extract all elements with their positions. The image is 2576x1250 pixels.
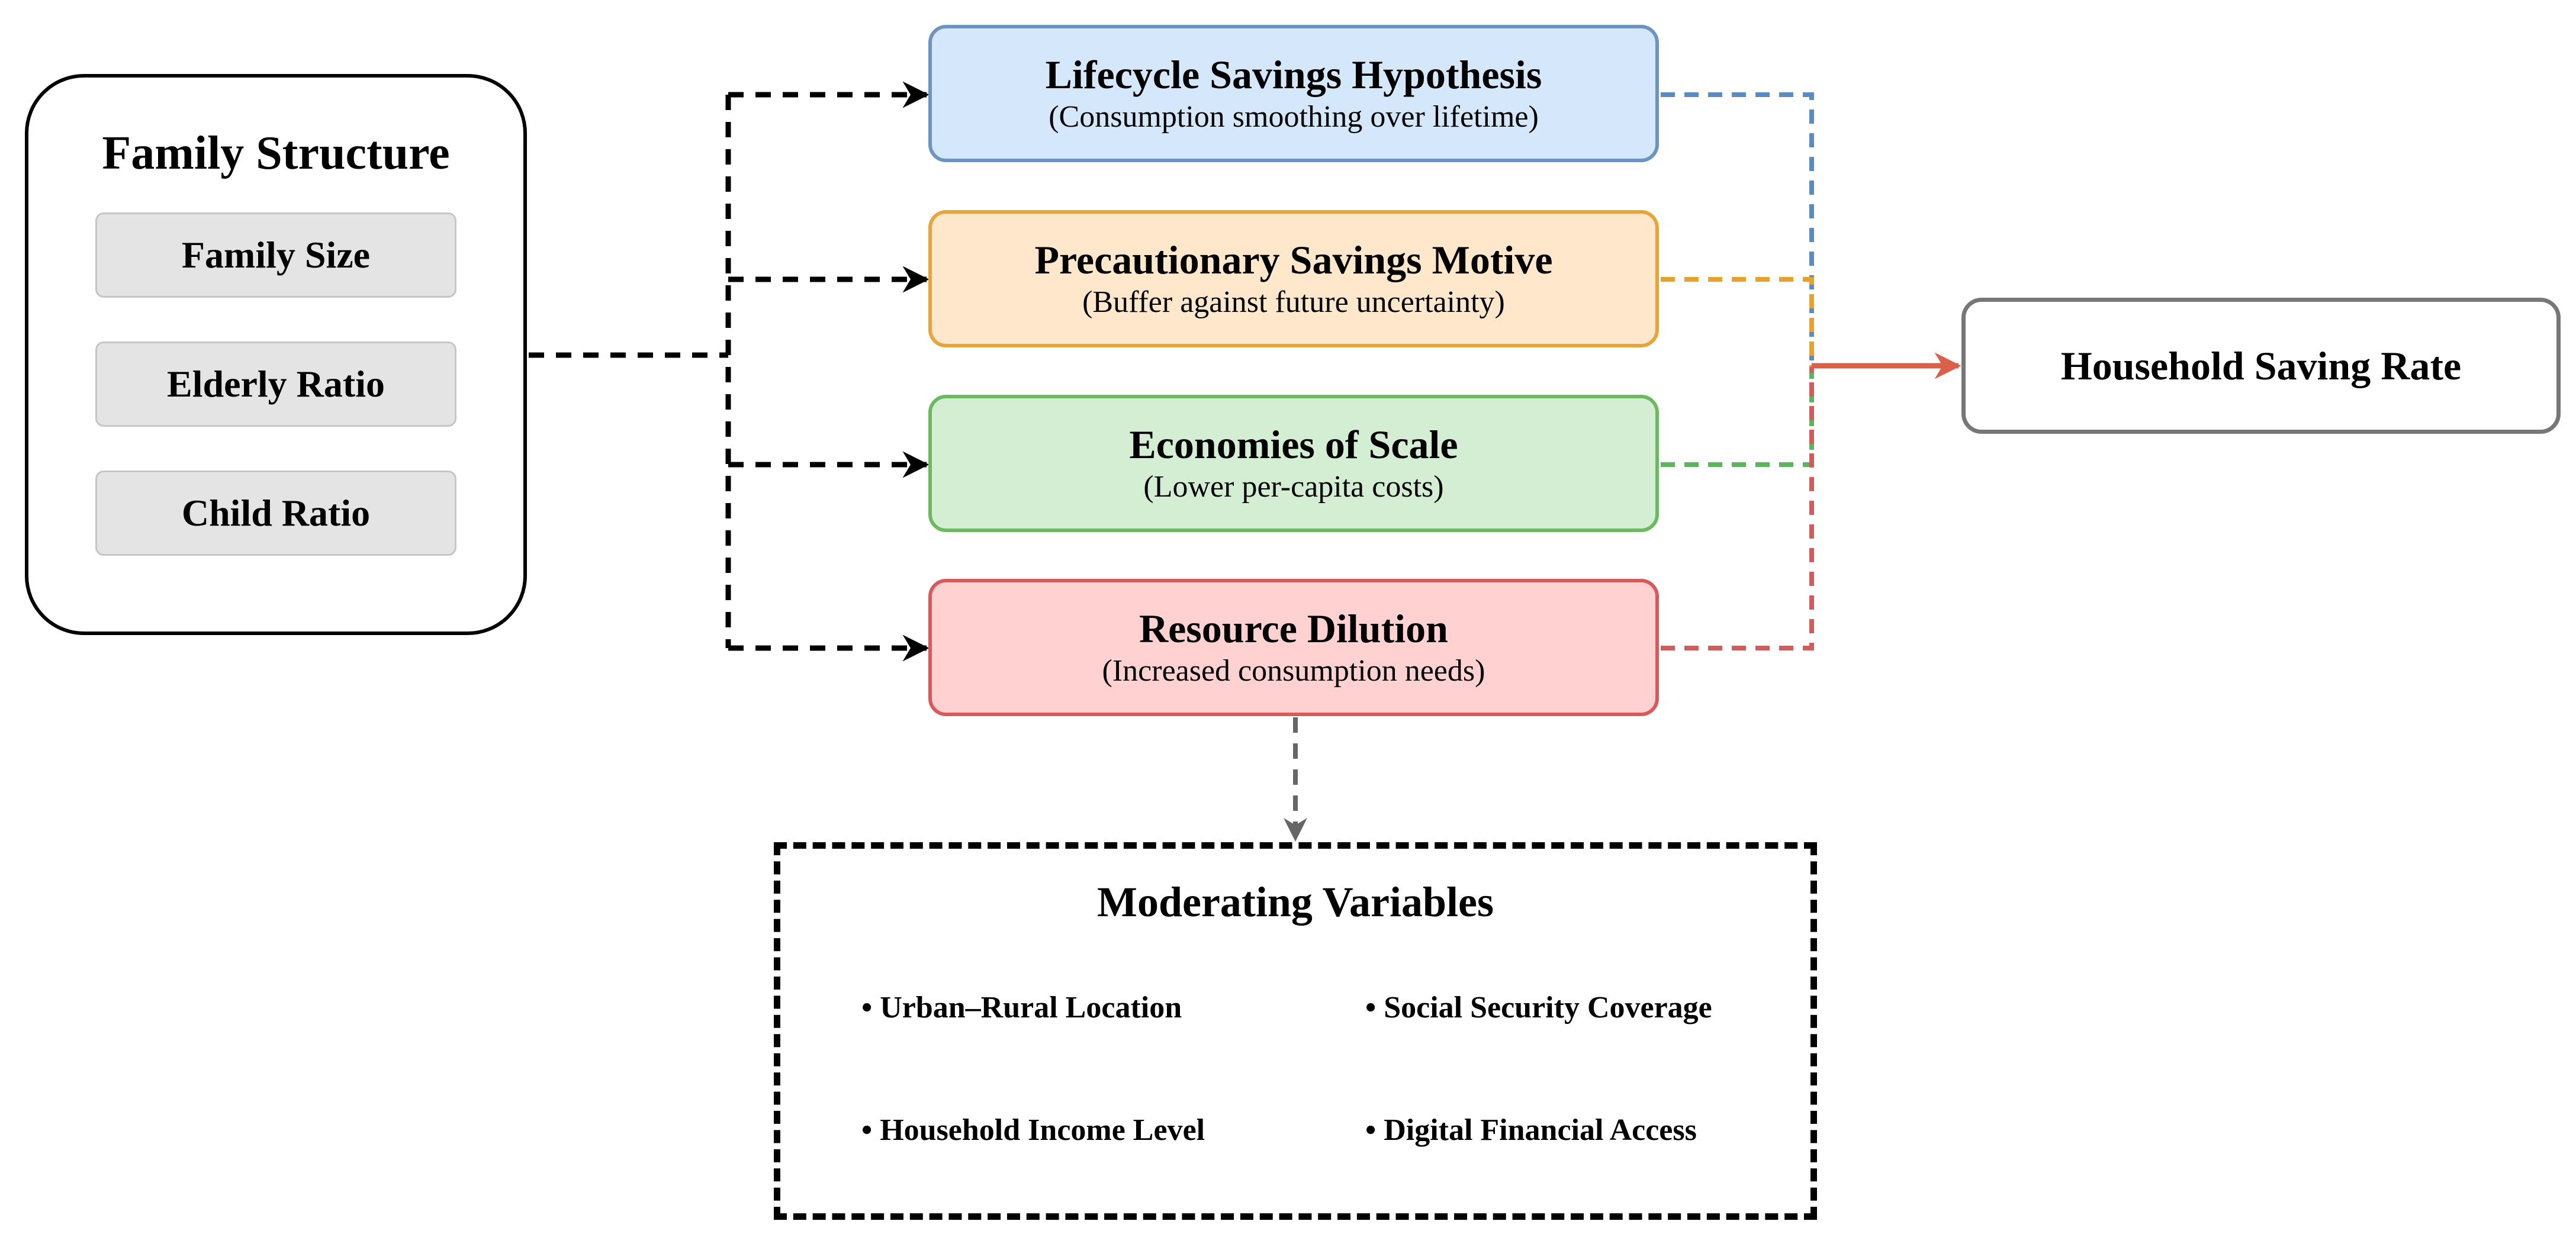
moderating-variables-box: Moderating Variables • Urban–Rural Locat… xyxy=(774,842,1817,1220)
economies-of-scale-box: Economies of Scale (Lower per-capita cos… xyxy=(928,395,1659,532)
precautionary-connector xyxy=(1661,277,1814,367)
elderly-ratio-item: Elderly Ratio xyxy=(95,342,456,427)
moderating-variables-title: Moderating Variables xyxy=(1096,878,1494,926)
resource-dilution-subtitle: (Increased consumption needs) xyxy=(1102,654,1485,688)
precautionary-savings-subtitle: (Buffer against future uncertainty) xyxy=(1082,285,1505,319)
moderator-urban-rural: • Urban–Rural Location xyxy=(861,991,1182,1025)
resource-dilution-box: Resource Dilution (Increased consumption… xyxy=(928,579,1659,716)
resource-dilution-title: Resource Dilution xyxy=(1139,606,1448,651)
family-structure-title: Family Structure xyxy=(102,127,450,179)
mechanism-connectors xyxy=(1661,92,1814,650)
economies-connector xyxy=(1661,367,1814,467)
economies-of-scale-subtitle: (Lower per-capita costs) xyxy=(1143,470,1444,504)
moderator-income-level: • Household Income Level xyxy=(861,1113,1205,1147)
moderator-digital-finance: • Digital Financial Access xyxy=(1365,1113,1697,1147)
household-saving-rate-box: Household Saving Rate xyxy=(1961,298,2561,434)
economies-of-scale-title: Economies of Scale xyxy=(1129,422,1458,467)
lifecycle-connector xyxy=(1661,92,1814,367)
moderator-social-security: • Social Security Coverage xyxy=(1365,991,1712,1025)
family-size-item: Family Size xyxy=(95,212,456,298)
lifecycle-savings-title: Lifecycle Savings Hypothesis xyxy=(1045,52,1542,97)
dilution-connector xyxy=(1661,367,1814,650)
precautionary-savings-title: Precautionary Savings Motive xyxy=(1034,237,1553,282)
household-saving-rate-label: Household Saving Rate xyxy=(2060,343,2462,388)
family-structure-box: Family Structure Family Size Elderly Rat… xyxy=(25,74,527,635)
lifecycle-savings-box: Lifecycle Savings Hypothesis (Consumptio… xyxy=(928,25,1659,162)
lifecycle-savings-subtitle: (Consumption smoothing over lifetime) xyxy=(1049,100,1539,134)
source-connectors xyxy=(529,81,930,662)
child-ratio-item: Child Ratio xyxy=(95,471,456,556)
precautionary-savings-box: Precautionary Savings Motive (Buffer aga… xyxy=(928,210,1659,347)
